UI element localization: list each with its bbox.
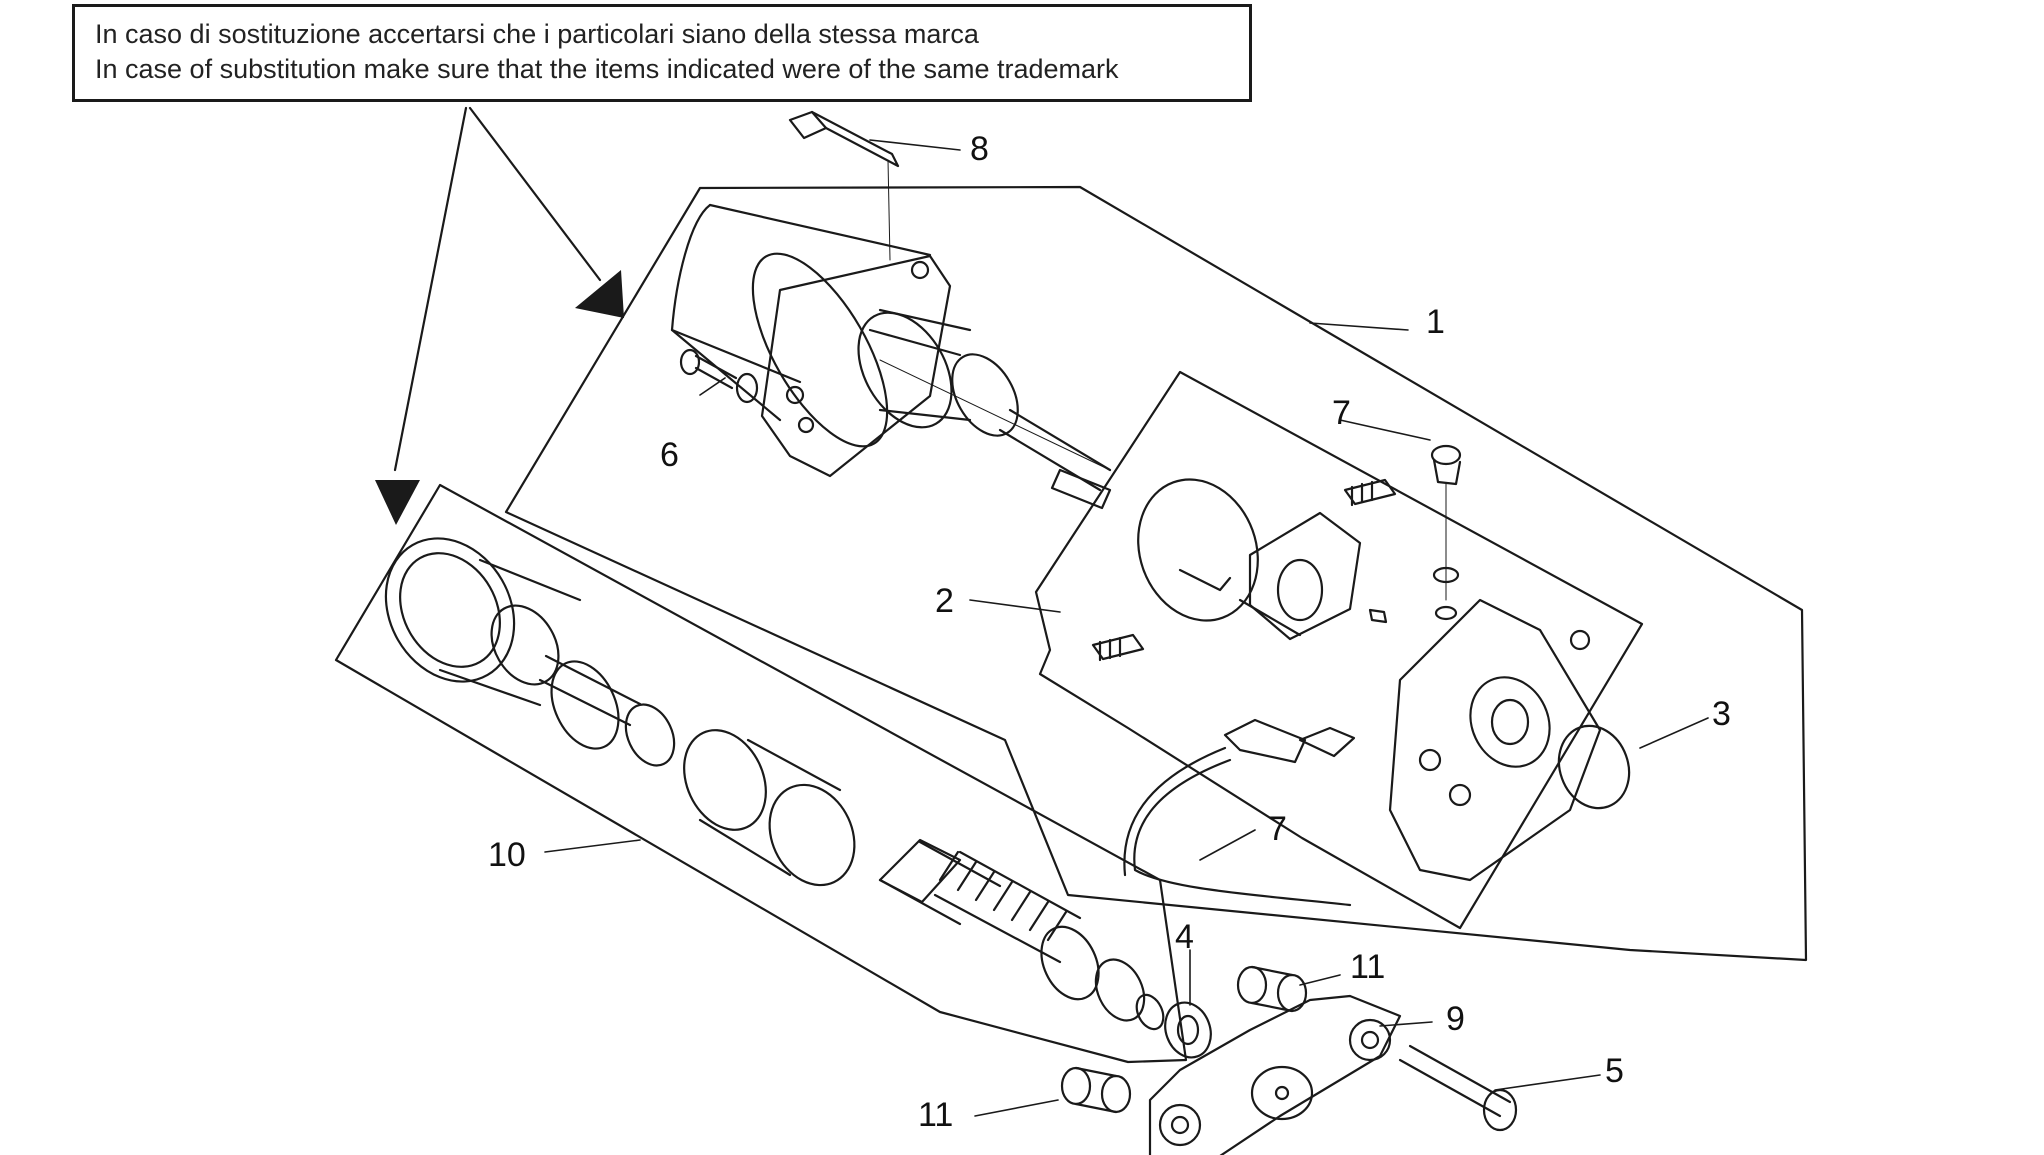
arrowhead-left xyxy=(375,480,420,525)
callout-labels: 1 2 3 4 5 6 7 7 8 9 10 11 11 xyxy=(488,130,1731,1134)
callout-label-8: 8 xyxy=(970,130,989,168)
callout-label-7-cable: 7 xyxy=(1268,810,1287,848)
armature xyxy=(857,308,1112,510)
brush-holder xyxy=(1178,511,1362,641)
circlip-large xyxy=(550,660,620,750)
motor-housing xyxy=(670,203,952,478)
arrowheads xyxy=(375,270,624,525)
screw-6 xyxy=(679,348,759,404)
callout-label-11-bottom: 11 xyxy=(918,1096,953,1134)
bushing-11-top xyxy=(1236,965,1308,1013)
overrunning-clutch xyxy=(384,537,642,727)
o-ring-3 xyxy=(1557,724,1631,810)
group-outline-1 xyxy=(504,185,1808,962)
pinion-sleeve xyxy=(878,838,1002,926)
callout-label-1: 1 xyxy=(1426,303,1445,341)
end-cap xyxy=(1388,598,1602,882)
callout-label-6: 6 xyxy=(660,436,679,474)
o-ring-large xyxy=(1137,478,1259,622)
support-bracket-9 xyxy=(1148,994,1402,1155)
callout-label-7-top: 7 xyxy=(1332,394,1351,432)
callout-label-5: 5 xyxy=(1605,1052,1624,1090)
group-outline-10 xyxy=(334,483,1188,1064)
terminal-cable xyxy=(1123,718,1356,907)
callout-label-3: 3 xyxy=(1712,695,1731,733)
brush-spring-top xyxy=(1343,478,1397,507)
return-spring xyxy=(933,850,1082,964)
callout-label-9: 9 xyxy=(1446,1000,1465,1038)
bushing-11-bottom xyxy=(1060,1066,1132,1114)
notice-line-english: In case of substitution make sure that t… xyxy=(95,54,1119,84)
screw-7-top xyxy=(1430,444,1462,621)
leader-lines xyxy=(544,139,1709,1117)
callout-label-2: 2 xyxy=(935,582,954,620)
circlip-small xyxy=(624,703,676,767)
callout-label-10: 10 xyxy=(488,836,526,874)
callout-label-4: 4 xyxy=(1175,918,1194,956)
drive-washers xyxy=(1040,925,1165,1031)
drive-pinion xyxy=(683,729,856,887)
notice-arrows xyxy=(393,106,602,472)
substitution-notice: In caso di sostituzione accertarsi che i… xyxy=(72,4,1252,102)
screw-8 xyxy=(788,110,900,261)
bushing-4 xyxy=(1164,1001,1212,1059)
callout-label-11-top: 11 xyxy=(1350,948,1385,986)
group-outline-2 xyxy=(1034,370,1644,930)
brush-lead xyxy=(1368,608,1388,624)
bolt-5 xyxy=(1398,1044,1518,1132)
notice-line-italian: In caso di sostituzione accertarsi che i… xyxy=(95,19,979,49)
brush-spring-bottom xyxy=(1091,633,1145,662)
arrowhead-right xyxy=(575,270,624,318)
